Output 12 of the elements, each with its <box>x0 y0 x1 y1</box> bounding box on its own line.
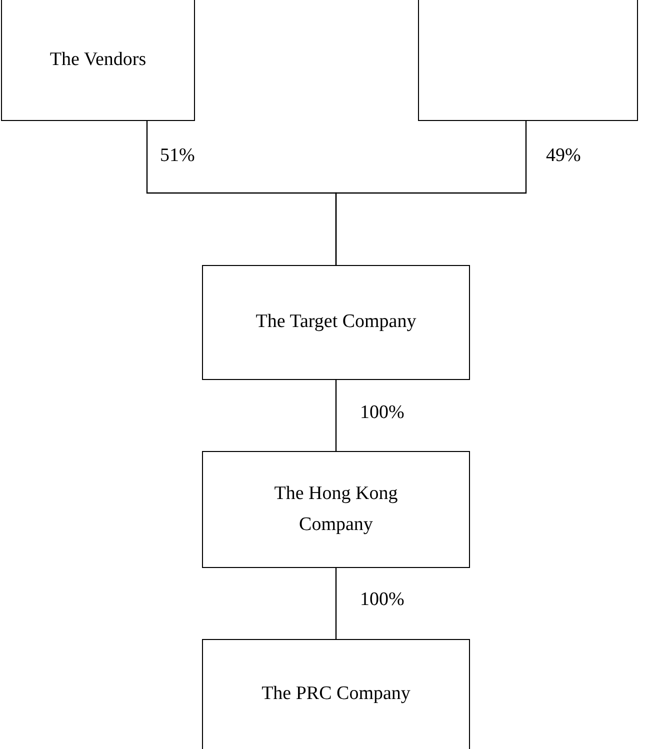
entity-box <box>202 265 470 380</box>
entity-name: The Hong Kong Company <box>273 482 399 536</box>
entity-name: The Vendors <box>50 48 146 72</box>
connector-line <box>335 121 527 265</box>
entity-box <box>202 639 470 749</box>
entity-name: The Target Company <box>256 310 416 334</box>
entity-box <box>418 0 638 121</box>
entity-box <box>1 0 195 121</box>
connector-line <box>335 568 337 639</box>
entity-box <box>202 451 470 568</box>
entity-name: The PRC Company <box>262 682 410 706</box>
connector-line <box>335 380 337 451</box>
